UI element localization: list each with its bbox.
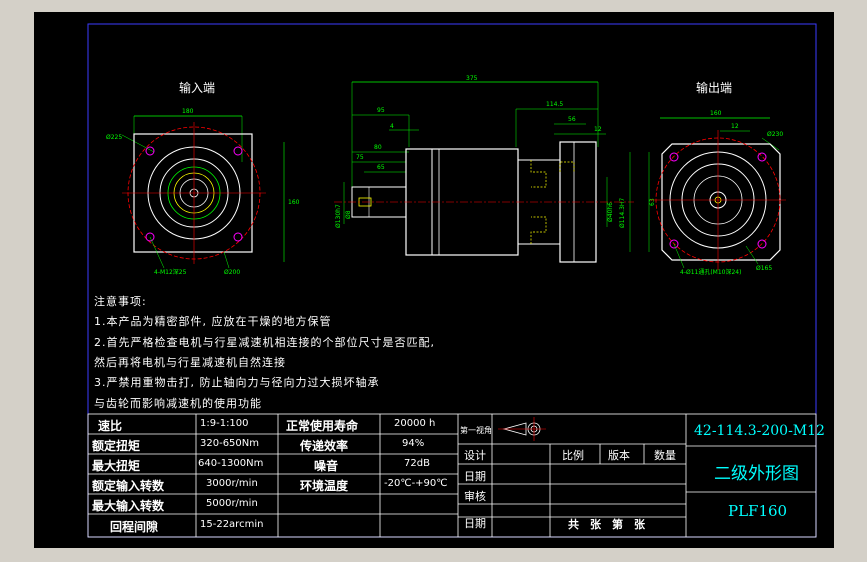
input-view-label: 输入端 <box>179 80 215 95</box>
spec-key: 环境温度 <box>300 479 349 493</box>
scale-label: 比例 <box>562 449 584 462</box>
spec-key: 正常使用寿命 <box>286 419 359 433</box>
dim-len-12: 12 <box>594 126 602 133</box>
dim-output-side: 63 <box>649 198 656 206</box>
spec-table-grid <box>87 413 817 538</box>
drawing-title: 二级外形图 <box>714 464 799 484</box>
drawing-canvas: 输入端 180 Ø225 160 4-M12深25 Ø200 <box>34 12 834 548</box>
dim-len-95: 95 <box>377 107 385 114</box>
dim-input-thread: 4-M12深25 <box>154 268 187 276</box>
dim-len-65: 65 <box>377 164 385 171</box>
notes-line-2: 2.首先严格检查电机与行星减速机相连接的个部位尺寸是否匹配, <box>94 336 435 349</box>
notes-line-3: 然后再将电机与行星减速机自然连接 <box>94 356 286 369</box>
dim-len-80: 80 <box>374 144 382 151</box>
spec-value: 20000 h <box>394 418 436 429</box>
spec-key: 回程间隙 <box>110 520 159 534</box>
spec-value: 94% <box>402 438 425 449</box>
spec-value: 1:9-1:100 <box>200 418 249 429</box>
notes-heading: 注意事项: <box>94 295 147 308</box>
dim-left-a: Ø130h7 <box>335 204 342 228</box>
dim-mid-b: Ø114.3H7 <box>619 198 626 228</box>
spec-value: 72dB <box>404 458 430 469</box>
spec-key: 速比 <box>98 419 123 433</box>
dim-input-square: 160 <box>288 199 300 206</box>
side-view: 375 95 4 80 75 65 114.5 56 12 <box>334 75 634 263</box>
spec-key: 噪音 <box>314 459 339 473</box>
drawing-number: 42-114.3-200-M12 <box>694 423 825 439</box>
design-label: 设计 <box>464 449 486 462</box>
spec-key: 额定输入转数 <box>92 479 165 493</box>
spec-key: 额定扭矩 <box>92 439 141 453</box>
date-label-2: 日期 <box>464 517 486 530</box>
dim-input-holes: Ø225 <box>106 134 122 141</box>
dim-len-56: 56 <box>568 116 576 123</box>
model-number: PLF160 <box>728 502 788 520</box>
dim-input-width: 180 <box>182 108 194 115</box>
version-label: 版本 <box>608 449 630 462</box>
spec-value: -20℃-+90℃ <box>384 478 448 489</box>
notes-line-5: 与齿轮而影响减速机的使用功能 <box>94 397 262 410</box>
notes-line-1: 1.本产品为精密部件, 应放在干燥的地方保管 <box>94 315 332 328</box>
spec-value: 5000r/min <box>206 498 258 509</box>
dim-mid-a: Ø40h6 <box>607 202 614 222</box>
output-view-label: 输出端 <box>696 80 732 95</box>
dim-output-bore: Ø165 <box>756 265 772 272</box>
dim-len-75: 75 <box>356 154 364 161</box>
spec-value: 15-22arcmin <box>200 519 264 530</box>
spec-value: 3000r/min <box>206 478 258 489</box>
spec-key: 最大扭矩 <box>92 459 141 473</box>
dim-output-thread: 4-Ø11通孔(M10深24) <box>680 268 741 276</box>
dim-len-4: 4 <box>390 123 394 130</box>
input-end-view: 输入端 180 Ø225 160 4-M12深25 Ø200 <box>106 80 300 276</box>
dim-output-holes: Ø230 <box>767 131 783 138</box>
spec-key: 传递效率 <box>300 439 349 453</box>
dim-overall-length: 375 <box>466 75 478 82</box>
cad-drawing: 输入端 180 Ø225 160 4-M12深25 Ø200 <box>87 23 817 538</box>
dim-len-114-5: 114.5 <box>546 101 563 108</box>
spec-key: 最大输入转数 <box>92 499 165 513</box>
spec-value: 640-1300Nm <box>198 458 264 469</box>
quantity-label: 数量 <box>654 449 676 462</box>
projection-label: 第一视角 <box>460 426 492 435</box>
dim-input-bore: Ø200 <box>224 269 240 276</box>
date-label-1: 日期 <box>464 470 486 483</box>
dim-output-12: 12 <box>731 123 739 130</box>
dim-output-width: 160 <box>710 110 722 117</box>
spec-value: 320-650Nm <box>200 438 260 449</box>
sheets-label: 共 张 第 张 <box>568 518 645 531</box>
review-label: 审核 <box>464 490 486 503</box>
dim-left-b: Ø8 <box>345 210 352 219</box>
output-end-view: 输出端 160 12 Ø230 63 4-Ø11通孔(M10深24) Ø165 <box>648 80 786 276</box>
notes-line-4: 3.严禁用重物击打, 防止轴向力与径向力过大损坏轴承 <box>94 376 380 389</box>
first-angle-projection-symbol <box>498 417 546 441</box>
